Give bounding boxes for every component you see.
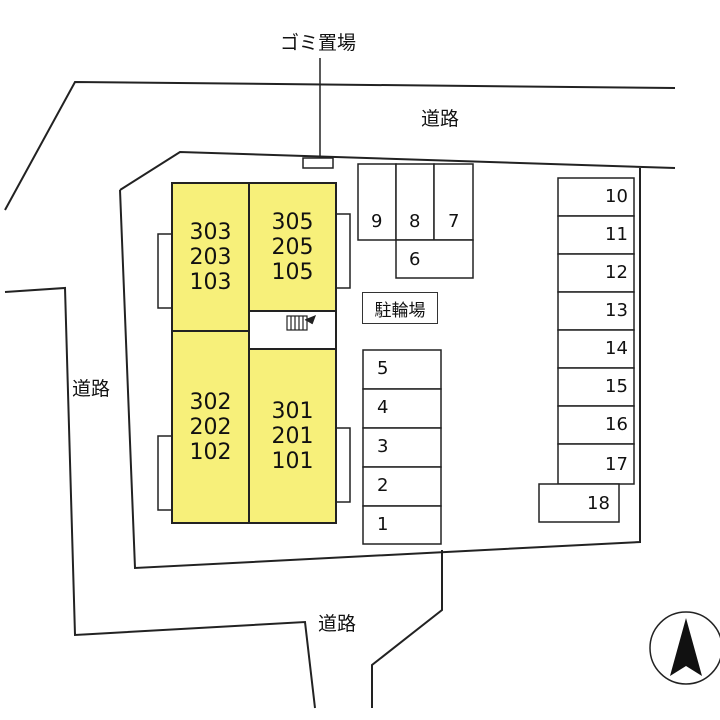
unit-number: 301	[271, 398, 314, 424]
unit-number: 305	[271, 209, 314, 235]
parking-right-column	[538, 177, 635, 523]
building-block-sw	[171, 330, 250, 524]
parking-space-number: 10	[605, 186, 628, 207]
bicycle-parking: 駐輪場	[362, 292, 438, 324]
parking-middle-stack	[362, 349, 442, 545]
unit-group-sw: 302 202 102	[172, 331, 249, 523]
road-label-north: 道路	[421, 108, 460, 130]
unit-number: 202	[189, 414, 232, 440]
site-boundary	[119, 150, 676, 570]
building-block-nw	[171, 182, 250, 332]
parking-space-number: 13	[605, 300, 628, 321]
parking-space-number: 12	[605, 262, 628, 283]
road-label-south: 道路	[318, 613, 357, 635]
garbage-station-label: ゴミ置場	[280, 32, 357, 54]
garbage-box	[302, 157, 334, 169]
parking-space-number: 18	[587, 493, 610, 514]
road-edge-south	[371, 550, 443, 708]
parking-space-number: 7	[448, 211, 460, 232]
unit-group-ne: 305 205 105	[249, 183, 336, 311]
road-edge-west-bottom	[4, 286, 316, 709]
balcony-nw	[157, 233, 173, 309]
parking-space-number: 8	[409, 211, 421, 232]
unit-number: 101	[271, 448, 314, 474]
parking-space-number: 15	[605, 376, 628, 397]
unit-number: 201	[271, 423, 314, 449]
unit-number: 303	[189, 219, 232, 245]
unit-number: 205	[271, 234, 314, 260]
unit-number: 103	[189, 269, 232, 295]
parking-top-cluster	[357, 163, 474, 279]
unit-number: 203	[189, 244, 232, 270]
unit-group-se: 301 201 101	[249, 349, 336, 523]
road-edge-north	[4, 80, 676, 211]
unit-number: 105	[271, 259, 314, 285]
parking-space-number: 4	[377, 397, 389, 418]
road-label-west: 道路	[72, 378, 111, 400]
parking-space-number: 6	[409, 249, 421, 270]
balcony-ne	[335, 213, 351, 289]
balcony-sw	[157, 435, 173, 511]
balcony-se	[335, 427, 351, 503]
parking-space-number: 16	[605, 414, 628, 435]
parking-space-number: 17	[605, 454, 628, 475]
parking-space-number: 2	[377, 475, 389, 496]
unit-group-nw: 303 203 103	[172, 183, 249, 331]
parking-space-number: 11	[605, 224, 628, 245]
north-arrow-icon	[649, 611, 720, 685]
parking-space-number: 14	[605, 338, 628, 359]
parking-space-number: 9	[371, 211, 383, 232]
unit-number: 102	[189, 439, 232, 465]
parking-space-number: 1	[377, 514, 389, 535]
parking-space-number: 3	[377, 436, 389, 457]
stairs-icon	[286, 314, 317, 331]
parking-space-number: 5	[377, 358, 389, 379]
unit-number: 302	[189, 389, 232, 415]
